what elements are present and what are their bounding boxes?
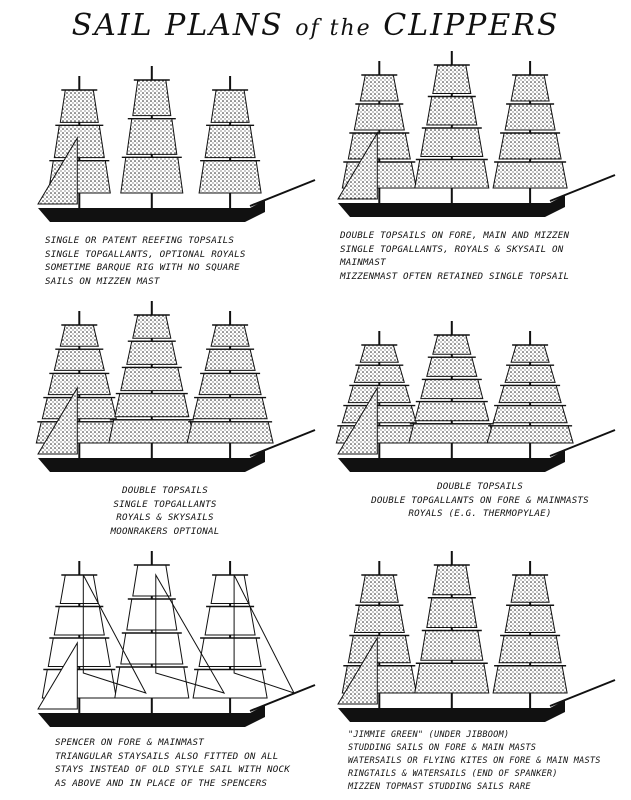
caption-4: DOUBLE TOPSAILS DOUBLE TOPGALLANTS ON FO…	[350, 480, 610, 521]
hull	[38, 450, 265, 472]
caption-1: SINGLE OR PATENT REEFING TOPSAILS SINGLE…	[45, 234, 246, 288]
page-title: SAIL PLANS of the CLIPPERS	[0, 8, 631, 43]
title-part-1: SAIL PLANS	[71, 8, 284, 43]
caption-line: SINGLE TOPGALLANTS, OPTIONAL ROYALS	[45, 248, 246, 260]
title-part-2: of the	[295, 16, 372, 41]
caption-line: ROYALS & SKYSAILS	[116, 512, 214, 524]
caption-line: MIZZEN TOPMAST STUDDING SAILS RARE	[348, 782, 531, 792]
caption-line: MOONRAKERS OPTIONAL	[110, 525, 220, 537]
hull	[38, 705, 265, 727]
hull	[38, 200, 265, 222]
caption-2: DOUBLE TOPSAILS ON FORE, MAIN AND MIZZEN…	[340, 229, 569, 283]
caption-line: STAYS INSTEAD OF OLD STYLE SAIL WITH NOC…	[55, 764, 290, 776]
caption-line: SINGLE TOPGALLANTS	[113, 498, 217, 510]
hull	[338, 450, 565, 472]
ship-illustration-6	[330, 545, 620, 730]
caption-line: SINGLE TOPGALLANTS, ROYALS & SKYSAIL ON	[340, 243, 564, 255]
caption-line: "JIMMIE GREEN" (UNDER JIBBOOM)	[348, 730, 510, 740]
caption-line: SPENCER ON FORE & MAINMAST	[55, 737, 205, 748]
caption-3: DOUBLE TOPSAILS SINGLE TOPGALLANTS ROYAL…	[40, 484, 290, 538]
caption-line: DOUBLE TOPSAILS	[122, 485, 208, 496]
caption-line: RINGTAILS & WATERSAILS (END OF SPANKER)	[348, 769, 558, 779]
ship-illustration-1	[30, 60, 320, 230]
ship-illustration-5	[30, 545, 320, 735]
caption-line: SAILS ON MIZZEN MAST	[45, 275, 160, 287]
hull	[338, 195, 565, 217]
ship-illustration-3	[30, 295, 320, 480]
caption-5: SPENCER ON FORE & MAINMAST TRIANGULAR ST…	[55, 736, 290, 790]
caption-line: SINGLE OR PATENT REEFING TOPSAILS	[45, 235, 235, 246]
caption-line: AS ABOVE AND IN PLACE OF THE SPENCERS	[55, 777, 268, 789]
caption-line: DOUBLE TOPSAILS ON FORE, MAIN AND MIZZEN	[340, 230, 570, 241]
caption-line: TRIANGULAR STAYSAILS ALSO FITTED ON ALL	[55, 750, 279, 762]
caption-line: DOUBLE TOPGALLANTS ON FORE & MAINMASTS	[371, 494, 589, 506]
caption-line: MAINMAST	[340, 257, 386, 269]
caption-6: "JIMMIE GREEN" (UNDER JIBBOOM) STUDDING …	[348, 729, 601, 794]
caption-line: MIZZENMAST OFTEN RETAINED SINGLE TOPSAIL	[340, 270, 570, 282]
hull	[338, 700, 565, 722]
caption-line: WATERSAILS OR FLYING KITES ON FORE & MAI…	[348, 756, 601, 766]
caption-line: ROYALS (E.G. Thermopylae)	[408, 508, 552, 520]
caption-line: SOMETIME BARQUE RIG WITH NO SQUARE	[45, 262, 240, 274]
title-part-3: CLIPPERS	[383, 8, 560, 43]
caption-line: DOUBLE TOPSAILS	[437, 481, 523, 492]
ship-illustration-4	[330, 315, 620, 480]
ship-illustration-2	[330, 45, 620, 225]
caption-line: STUDDING SAILS ON FORE & MAIN MASTS	[348, 743, 537, 753]
